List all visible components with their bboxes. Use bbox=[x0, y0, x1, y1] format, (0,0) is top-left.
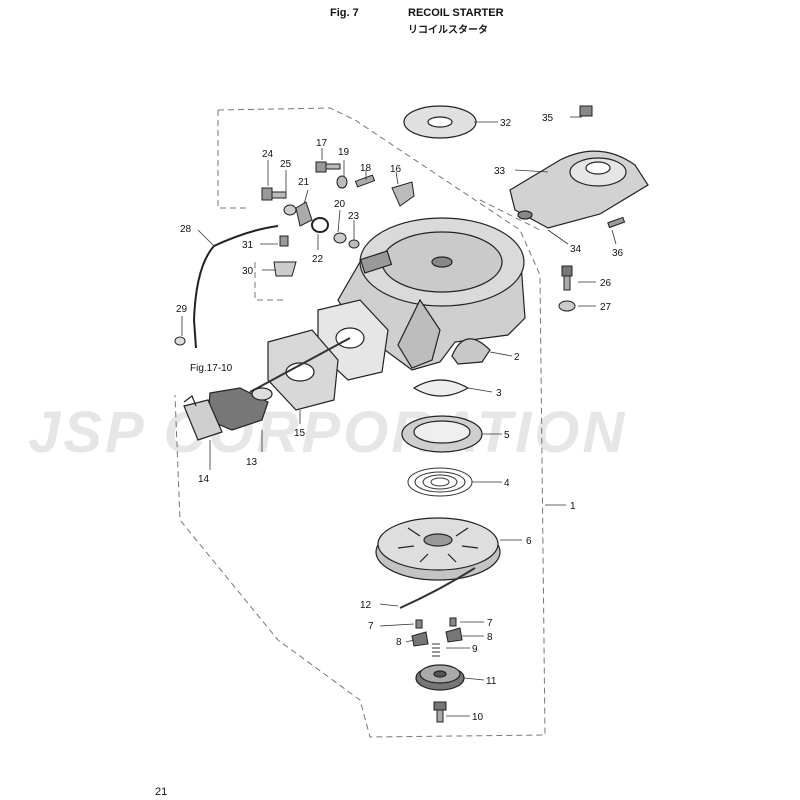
part-label: 22 bbox=[312, 254, 324, 265]
case-knob bbox=[451, 338, 491, 365]
starter-cover bbox=[509, 150, 649, 229]
diagram-title-japanese: リコイルスタータ bbox=[408, 25, 488, 36]
part-labels: 1 2 3 4 5 6 7 7 8 8 9 10 11 12 13 14 15 … bbox=[176, 113, 624, 723]
part-label: 21 bbox=[298, 177, 310, 188]
starter-rope bbox=[249, 337, 351, 393]
starter-handle bbox=[207, 387, 273, 431]
part-label: 31 bbox=[242, 240, 254, 251]
cover-cap bbox=[403, 105, 477, 139]
part-label: 8 bbox=[396, 637, 402, 648]
part-label: 13 bbox=[246, 457, 258, 468]
part-label: 29 bbox=[176, 304, 188, 315]
part-label: 18 bbox=[360, 163, 372, 174]
part-label: 12 bbox=[360, 600, 372, 611]
watermark: JSP CORPORATION bbox=[28, 400, 627, 465]
part-label: 30 bbox=[242, 266, 254, 277]
part-label: 4 bbox=[504, 478, 510, 489]
part-label: 9 bbox=[472, 644, 478, 655]
part-label: 35 bbox=[542, 113, 554, 124]
part-label: 7 bbox=[487, 618, 493, 629]
rope-guide-plate bbox=[267, 299, 389, 411]
ratchet-parts bbox=[411, 617, 463, 657]
part-label: 11 bbox=[486, 676, 497, 687]
part-label: 28 bbox=[180, 224, 192, 235]
part-label: 14 bbox=[198, 474, 210, 485]
cable-clip bbox=[174, 336, 186, 346]
recoil-spring bbox=[407, 467, 473, 497]
part-label: 25 bbox=[280, 159, 292, 170]
part-label: 23 bbox=[348, 211, 360, 222]
cover-bolt bbox=[579, 105, 593, 117]
center-bolt bbox=[433, 701, 447, 723]
starter-bolt bbox=[561, 265, 573, 291]
small-fittings bbox=[261, 161, 415, 277]
part-label: 15 bbox=[294, 428, 306, 439]
part-label: 36 bbox=[612, 248, 624, 259]
part-label: 26 bbox=[600, 278, 612, 289]
recoil-rope bbox=[399, 567, 476, 609]
part-label: 34 bbox=[570, 244, 582, 255]
drive-plate bbox=[415, 664, 465, 691]
part-label: 10 bbox=[472, 712, 484, 723]
part-label: 3 bbox=[496, 388, 502, 399]
cover-strip bbox=[607, 216, 626, 229]
part-label: 16 bbox=[390, 164, 402, 175]
page-number: 21 bbox=[155, 786, 168, 798]
part-label: 27 bbox=[600, 302, 612, 313]
diagram-title-english: RECOIL STARTER bbox=[408, 7, 504, 19]
part-label: 17 bbox=[316, 138, 328, 149]
part-label: 6 bbox=[526, 536, 532, 547]
part-label: 2 bbox=[514, 352, 520, 363]
part-label: 1 bbox=[570, 501, 576, 512]
part-label: 20 bbox=[334, 199, 346, 210]
starter-case bbox=[337, 217, 526, 371]
part-label: 32 bbox=[500, 118, 512, 129]
throttle-cable bbox=[192, 225, 279, 349]
reel-pulley bbox=[375, 517, 501, 581]
figure-reference: Fig.17-10 bbox=[190, 363, 233, 374]
part-label: 7 bbox=[368, 621, 374, 632]
part-label: 8 bbox=[487, 632, 493, 643]
part-label: 24 bbox=[262, 149, 274, 160]
ratchet-guide bbox=[412, 379, 470, 397]
leader-lines bbox=[181, 116, 617, 717]
figure-number: Fig. 7 bbox=[330, 7, 359, 19]
part-label: 19 bbox=[338, 147, 350, 158]
handle-clip bbox=[183, 395, 223, 441]
part-label: 33 bbox=[494, 166, 506, 177]
washer bbox=[558, 300, 576, 312]
assembly-boundary bbox=[174, 107, 546, 738]
spring-case bbox=[401, 415, 483, 453]
part-label: 5 bbox=[504, 430, 510, 441]
